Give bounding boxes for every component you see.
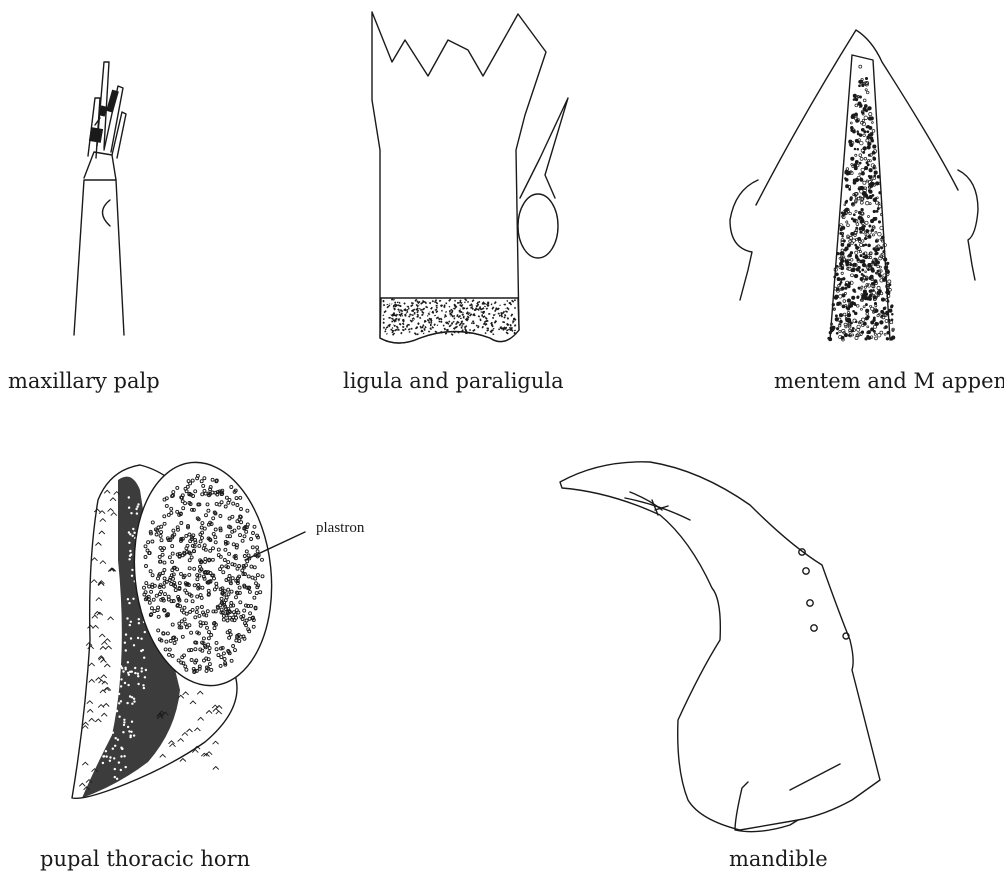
- caption-ligula: ligula and paraligula: [343, 369, 564, 393]
- plastron-callout: plastron: [316, 520, 365, 536]
- mandible-drawing: [560, 462, 880, 832]
- mentum-drawing: [730, 30, 978, 341]
- caption-mentum: mentem and M appendage: [774, 369, 1004, 393]
- caption-pupal-horn: pupal thoracic horn: [40, 847, 250, 871]
- caption-maxillary-palp: maxillary palp: [8, 369, 160, 393]
- pupal-horn-drawing: [72, 456, 305, 799]
- caption-mandible: mandible: [729, 847, 828, 871]
- ligula-drawing: [372, 12, 568, 343]
- maxillary-palp-drawing: [74, 62, 126, 335]
- mentum-texture: [828, 65, 895, 341]
